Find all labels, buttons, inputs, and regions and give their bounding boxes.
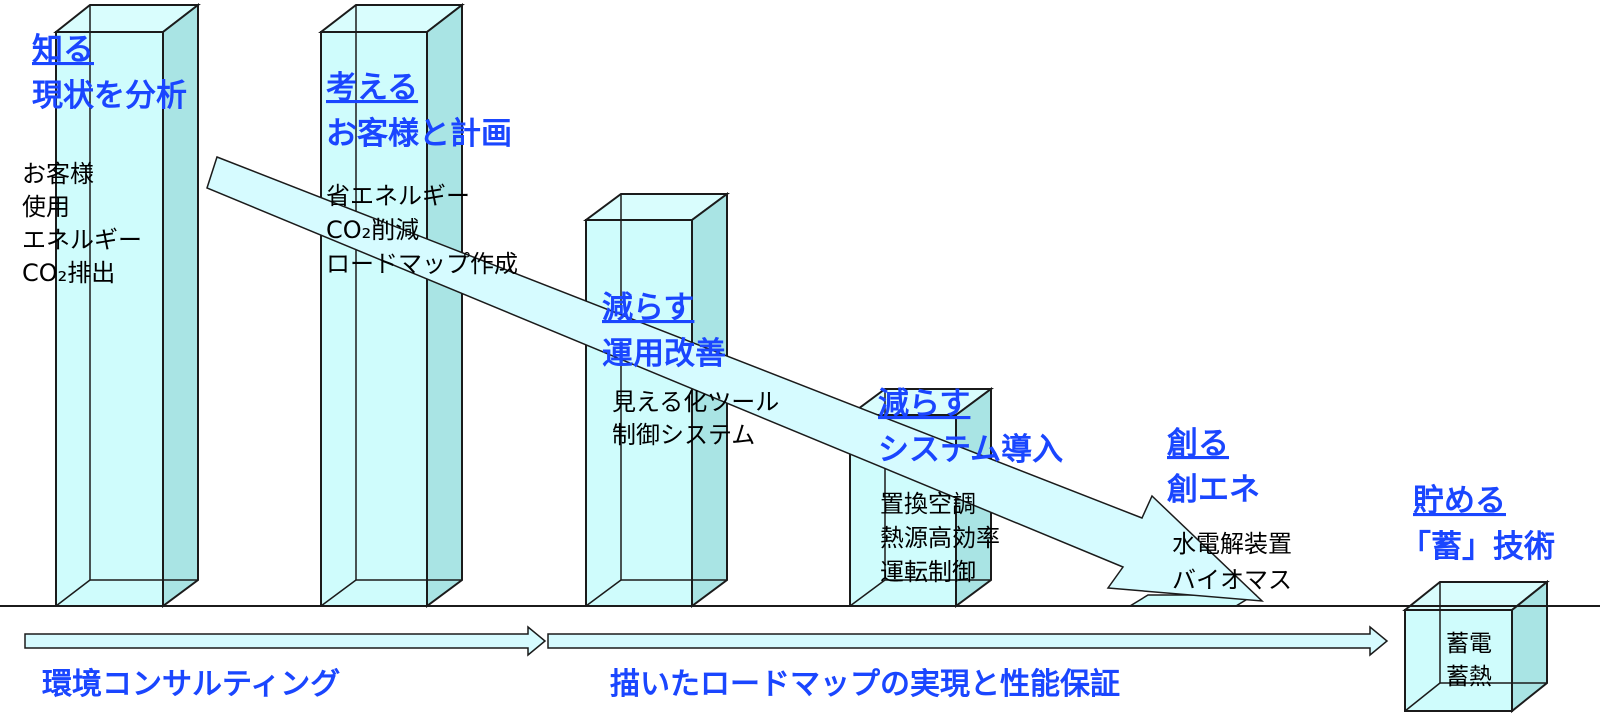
stage-4-subtitle: システム導入	[878, 432, 1063, 468]
stage-3-detail: 制御システム	[612, 421, 755, 449]
pillar-1	[53, 2, 201, 608]
stage-3-heading: 減らす	[602, 290, 694, 326]
stage-5-heading: 創る	[1167, 426, 1229, 462]
stage-2-detail: 省エネルギー	[326, 182, 470, 210]
stage-3-detail: 見える化ツール	[612, 388, 779, 416]
stage-1-heading: 知る	[32, 32, 94, 68]
phase-arrow-1	[24, 625, 547, 657]
stage-6-detail: 蓄熱	[1446, 664, 1492, 690]
pillar-2	[318, 2, 465, 608]
stage-2-heading: 考える	[326, 70, 418, 106]
stage-5-subtitle: 創エネ	[1167, 472, 1260, 508]
stage-4-heading: 減らす	[878, 386, 970, 422]
phase-label-realization: 描いたロードマップの実現と性能保証	[610, 667, 1120, 702]
stage-2-detail: ロードマップ作成	[326, 250, 518, 278]
descending-arrow	[206, 156, 1265, 602]
stage-1-detail: エネルギー	[22, 226, 142, 254]
stage-2-subtitle: お客様と計画	[326, 116, 512, 152]
pillar-3	[582, 192, 731, 608]
stage-1-detail: CO₂排出	[22, 259, 115, 287]
stage-2-detail: CO₂削減	[326, 216, 419, 244]
stage-1-subtitle: 現状を分析	[32, 78, 187, 114]
stage-5-detail: バイオマス	[1172, 566, 1292, 594]
pillar-6-cube	[1402, 579, 1550, 714]
stage-6-detail: 蓄電	[1446, 631, 1492, 657]
stage-1-detail: 使用	[22, 193, 70, 221]
stage-4-detail: 熱源高効率	[880, 524, 1000, 552]
phase-label-consulting: 環境コンサルティング	[42, 667, 340, 702]
stage-5-detail: 水電解装置	[1172, 530, 1292, 558]
stage-6-subtitle: 「蓄」技術	[1400, 529, 1555, 565]
phase-arrow-2	[547, 625, 1389, 657]
stage-3-subtitle: 運用改善	[602, 336, 726, 372]
stage-4-detail: 置換空調	[880, 490, 976, 518]
stage-4-detail: 運転制御	[880, 558, 976, 586]
stage-6-heading: 貯める	[1413, 483, 1506, 519]
stage-1-detail: お客様	[22, 160, 94, 188]
